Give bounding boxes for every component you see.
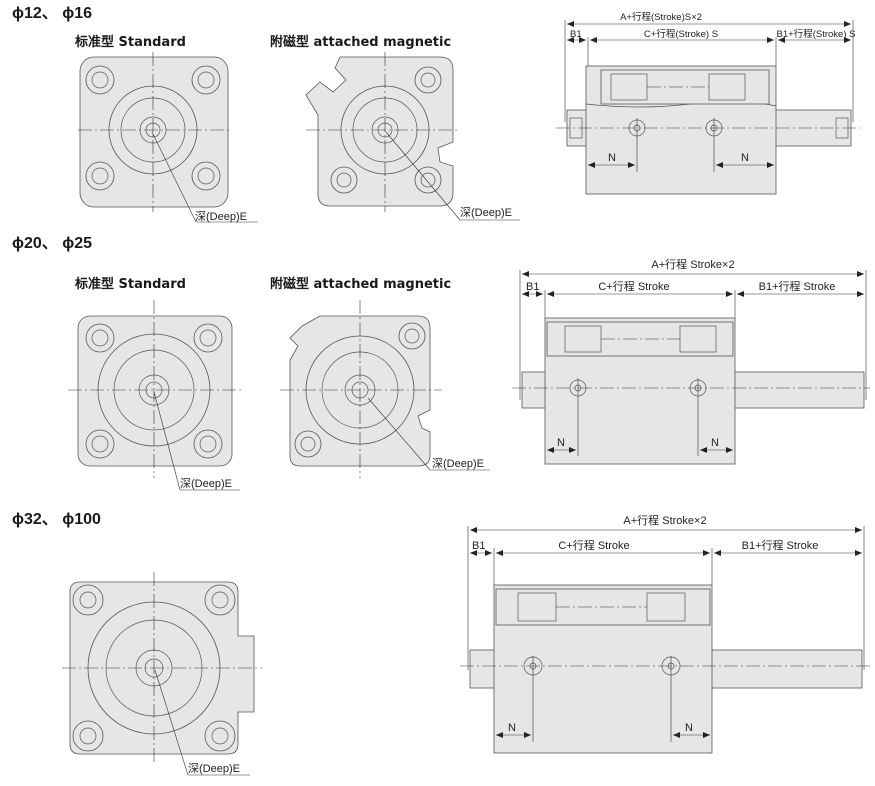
- section-2-standard-front-view: [68, 300, 242, 491]
- section-3-title: ϕ32、 ϕ100: [12, 511, 101, 528]
- section-1-standard-label: 标准型 Standard: [74, 34, 186, 50]
- section-1-title: ϕ12、 ϕ16: [12, 5, 92, 22]
- section-1-dim-n-right: N: [741, 152, 749, 164]
- section-3-dim-c: C+行程 Stroke: [558, 539, 629, 552]
- section-3-side-view: [460, 526, 870, 754]
- section-1-dim-total: A+行程(Stroke)S×2: [620, 11, 702, 23]
- section-3-deep-label: 深(Deep)E: [188, 762, 240, 775]
- section-2-side-view: [512, 270, 870, 465]
- section-1-standard-front-view: [78, 52, 258, 223]
- section-2-dim-b1s: B1+行程 Stroke: [759, 280, 836, 293]
- section-2-deep-label-magnetic: 深(Deep)E: [432, 457, 484, 470]
- section-1-side-view: [556, 20, 860, 195]
- section-3-dim-b1s: B1+行程 Stroke: [742, 539, 819, 552]
- section-3-dim-n-right: N: [685, 722, 693, 734]
- section-1-dim-b1: B1: [570, 29, 582, 40]
- section-3-dim-total: A+行程 Stroke×2: [623, 514, 706, 527]
- section-2-standard-label: 标准型 Standard: [74, 276, 186, 292]
- section-2-dim-n-left: N: [557, 437, 565, 449]
- section-2-dim-n-right: N: [711, 437, 719, 449]
- section-2-title: ϕ20、 ϕ25: [12, 235, 92, 252]
- section-3-dim-b1: B1: [472, 540, 485, 552]
- section-2-magnetic-front-view: [280, 300, 490, 478]
- section-1-deep-label-standard: 深(Deep)E: [195, 210, 247, 223]
- section-1-dim-n-left: N: [608, 152, 616, 164]
- section-1-magnetic-front-view: [305, 52, 520, 221]
- section-1-dim-c: C+行程(Stroke) S: [644, 28, 718, 40]
- section-1-dim-b1s: B1+行程(Stroke) S: [777, 28, 856, 40]
- section-2-dim-b1: B1: [526, 281, 539, 293]
- section-2-magnetic-label: 附磁型 attached magnetic: [270, 276, 451, 292]
- section-2-dim-total: A+行程 Stroke×2: [651, 258, 734, 271]
- section-2-deep-label-standard: 深(Deep)E: [180, 477, 232, 490]
- section-1-magnetic-label: 附磁型 attached magnetic: [270, 34, 451, 50]
- section-2-dim-c: C+行程 Stroke: [598, 280, 669, 293]
- section-3-front-view: [62, 572, 262, 776]
- section-1-deep-label-magnetic: 深(Deep)E: [460, 206, 512, 219]
- section-3-dim-n-left: N: [508, 722, 516, 734]
